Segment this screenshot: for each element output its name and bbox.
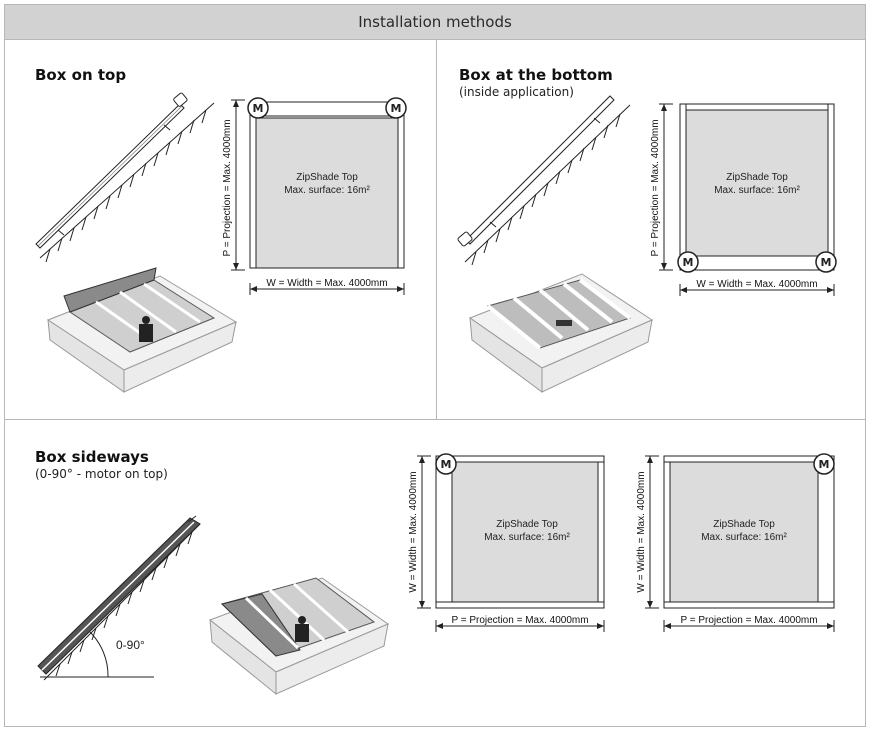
product-name-label: ZipShade Top (726, 172, 788, 183)
max-surface-label: Max. surface: 16m² (484, 532, 570, 543)
motor-label: M (683, 256, 694, 269)
width-dimension-label: W = Width = Max. 4000mm (636, 471, 647, 592)
box-sideways-title: Box sideways (35, 448, 149, 466)
product-name-label: ZipShade Top (713, 519, 775, 530)
box-sideways-subtitle: (0-90° - motor on top) (35, 467, 168, 481)
installation-methods-panel: Installation methods (4, 4, 866, 727)
max-surface-label: Max. surface: 16m² (284, 185, 370, 196)
motor-label: M (391, 102, 402, 115)
product-name-label: ZipShade Top (496, 519, 558, 530)
motor-label: M (253, 102, 264, 115)
width-dimension-label: W = Width = Max. 4000mm (266, 278, 387, 289)
projection-dimension-label: P = Projection = Max. 4000mm (650, 119, 661, 256)
width-dimension-label: W = Width = Max. 4000mm (696, 279, 817, 290)
motor-label: M (441, 458, 452, 471)
box-on-top-title: Box on top (35, 66, 127, 84)
divider-vertical (436, 39, 437, 419)
projection-dimension-label: P = Projection = Max. 4000mm (451, 615, 588, 626)
section-header: Installation methods (5, 5, 865, 40)
divider-horizontal (5, 419, 865, 420)
motor-label: M (821, 256, 832, 269)
product-name-label: ZipShade Top (296, 172, 358, 183)
box-at-bottom-title: Box at the bottom (459, 66, 613, 84)
projection-dimension-label: P = Projection = Max. 4000mm (680, 615, 817, 626)
motor-label: M (819, 458, 830, 471)
angle-label: 0-90° (116, 638, 145, 652)
width-dimension-label: W = Width = Max. 4000mm (408, 471, 419, 592)
max-surface-label: Max. surface: 16m² (701, 532, 787, 543)
max-surface-label: Max. surface: 16m² (714, 185, 800, 196)
projection-dimension-label: P = Projection = Max. 4000mm (222, 119, 233, 256)
